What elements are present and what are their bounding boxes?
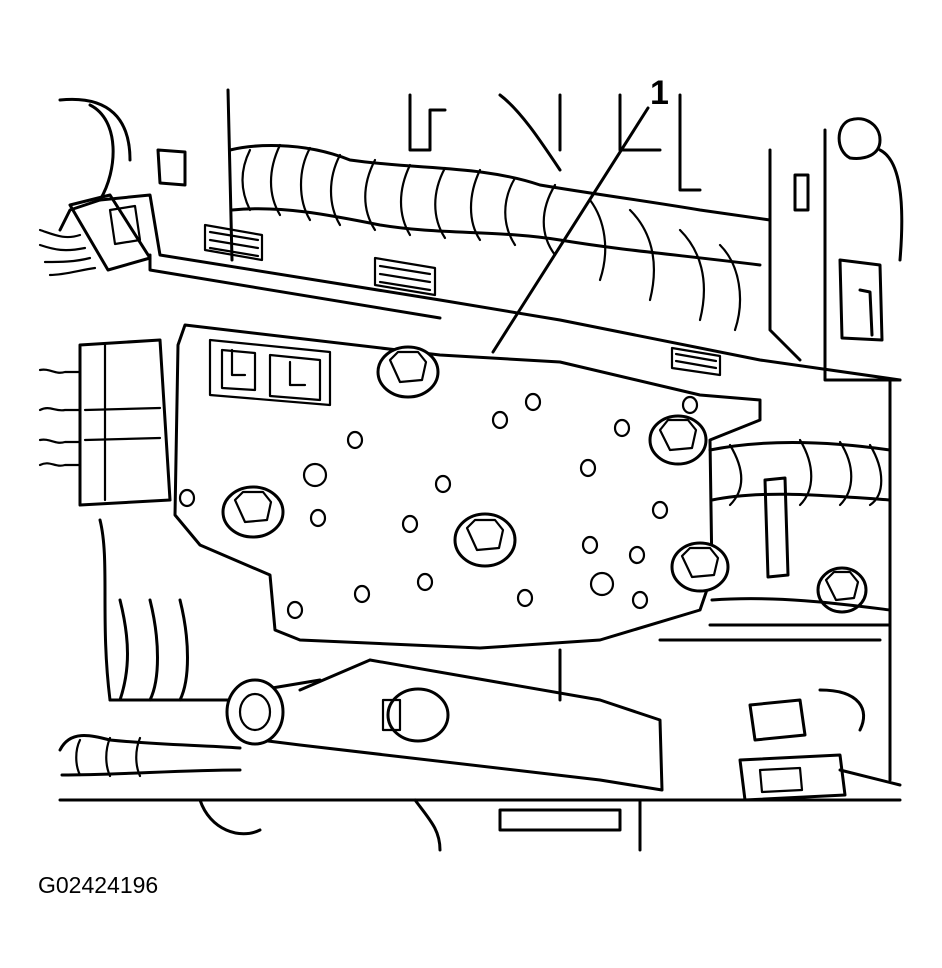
callout-1: 1	[491, 74, 669, 354]
plate-hole	[178, 488, 196, 508]
cover-plate	[58, 193, 902, 382]
plate-hole	[581, 535, 599, 555]
plate-hole	[524, 392, 542, 412]
plate-hole	[651, 500, 669, 520]
plate-hole	[631, 590, 649, 610]
plate-hole	[516, 588, 534, 608]
plate-hole	[416, 572, 434, 592]
bolt-1	[376, 345, 440, 399]
bolt-5	[670, 541, 730, 593]
plate-hole	[628, 545, 646, 565]
upper-housing	[58, 88, 904, 382]
bolt-6	[816, 566, 868, 614]
plate-hole	[434, 474, 452, 494]
valve-body-plate	[173, 323, 762, 650]
lower-assembly	[58, 518, 902, 852]
bolt-4	[453, 512, 517, 568]
plate-holes	[178, 392, 699, 620]
plate-hole	[589, 571, 615, 597]
plate-hole	[302, 462, 328, 488]
right-harness	[708, 378, 892, 782]
wire-harness	[228, 143, 772, 332]
plate-hole	[346, 430, 364, 450]
plate-hole	[579, 458, 597, 478]
plate-hole	[401, 514, 419, 534]
plate-hole	[491, 410, 509, 430]
callout-number: 1	[650, 74, 669, 112]
plate-hole	[309, 508, 327, 528]
figure-code: G02424196	[38, 872, 159, 898]
plate-hole	[681, 395, 699, 415]
bolt-3	[221, 485, 285, 539]
bolt-7	[381, 687, 450, 743]
plate-hole	[613, 418, 631, 438]
bolt-2	[648, 414, 708, 466]
left-connectors	[38, 193, 172, 507]
plate-hole	[353, 584, 371, 604]
plate-hole	[286, 600, 304, 620]
bolts	[221, 345, 868, 743]
